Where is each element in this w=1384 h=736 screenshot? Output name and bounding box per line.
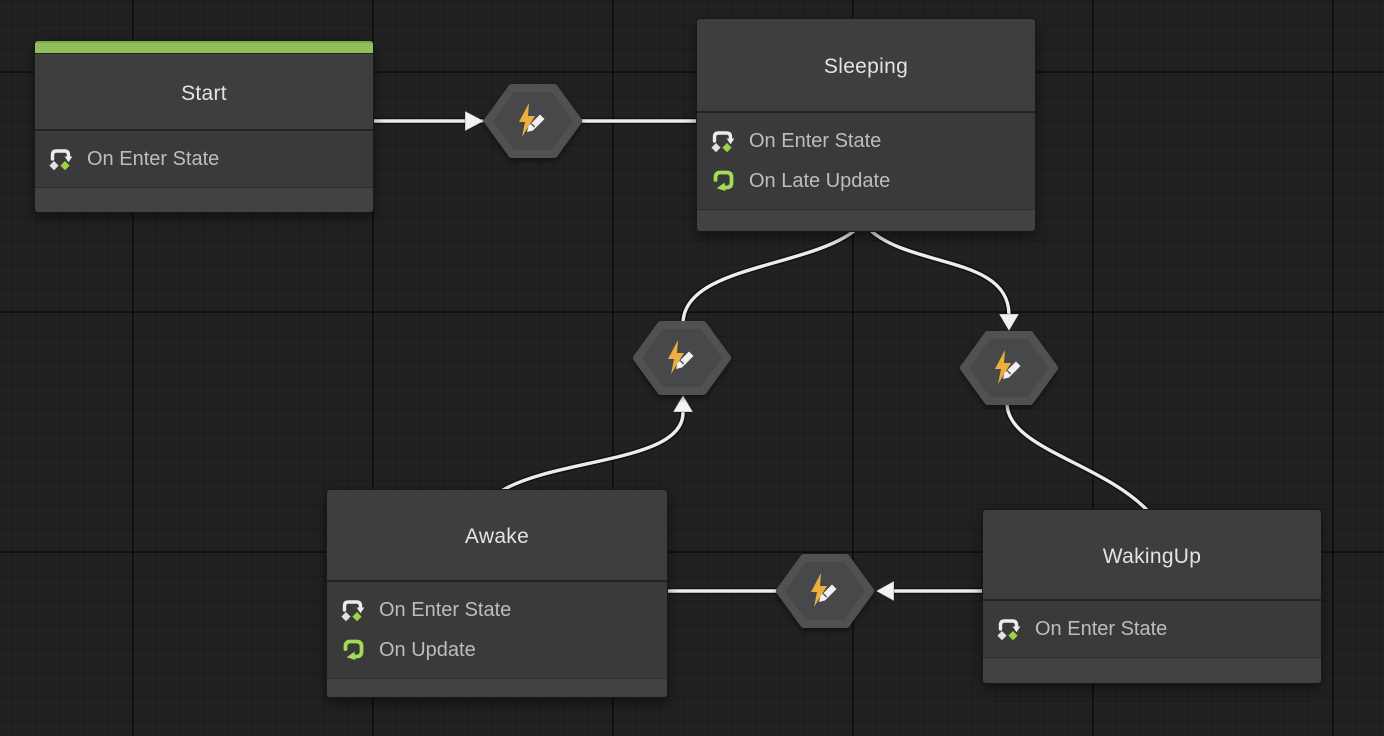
state-node-start[interactable]: Start On Enter State [34,40,374,213]
pencil-icon [527,114,545,132]
event-label: On Enter State [87,147,220,170]
arrowhead-into-t4 [875,580,895,602]
state-title: Awake [327,490,667,580]
state-events: On Enter State On Update [327,580,667,678]
state-node-awake[interactable]: Awake On Enter State [326,489,668,698]
lightning-pencil-icon [995,350,1021,384]
lightning-bolt-icon [995,350,1011,384]
event-label: On Update [379,638,476,661]
event-row: On Late Update [697,161,1035,201]
start-state-accent-bar [35,41,373,54]
on-enter-state-icon [710,128,736,154]
state-footer [35,187,373,212]
event-label: On Late Update [749,169,891,192]
pencil-icon [819,584,837,602]
edge-awake-to-t2 [499,394,694,494]
event-label: On Enter State [1035,617,1168,640]
edge-sleeping-to-t3 [866,226,1020,332]
state-events: On Enter State [983,599,1321,657]
state-title: Start [35,54,373,129]
lightning-bolt-icon [519,103,535,137]
lightning-pencil-icon [668,340,694,374]
state-events: On Enter State [35,129,373,187]
lightning-bolt-icon [668,340,684,374]
edge-wakingup-to-t4 [875,580,986,602]
pencil-icon [676,351,694,369]
transition-node-awake-to-sleeping[interactable] [632,320,732,396]
arrowhead-into-t1 [464,110,485,132]
pencil-icon [1003,361,1021,379]
lightning-pencil-icon [811,573,837,607]
state-footer [983,657,1321,683]
event-row: On Enter State [35,139,373,179]
event-row: On Enter State [697,121,1035,161]
on-late-update-icon [710,168,736,194]
lightning-pencil-icon [519,103,545,137]
edge-start-to-t1 [370,110,486,132]
on-enter-state-icon [340,597,366,623]
lightning-bolt-icon [811,573,827,607]
edge-t2-to-sleeping [679,227,858,328]
on-enter-state-icon [996,616,1022,642]
state-title: Sleeping [697,19,1035,111]
event-label: On Enter State [749,129,882,152]
state-footer [327,678,667,697]
arrowhead-into-t2 [672,394,694,413]
arrowhead-into-t3 [998,313,1020,332]
transition-node-sleeping-to-wakingup[interactable] [959,330,1059,406]
state-footer [697,209,1035,231]
edge-t3-to-wakingup [1003,399,1151,514]
state-node-wakingup[interactable]: WakingUp On Enter State [982,509,1322,684]
state-events: On Enter State On Late Update [697,111,1035,209]
on-update-icon [340,637,366,663]
on-enter-state-icon [48,146,74,172]
event-row: On Enter State [327,590,667,630]
state-node-sleeping[interactable]: Sleeping On Enter State [696,18,1036,232]
event-label: On Enter State [379,598,512,621]
transition-node-start-to-sleeping[interactable] [483,83,583,159]
event-row: On Enter State [983,609,1321,649]
transition-node-wakingup-to-awake[interactable] [775,553,875,629]
event-row: On Update [327,630,667,670]
state-title: WakingUp [983,510,1321,599]
